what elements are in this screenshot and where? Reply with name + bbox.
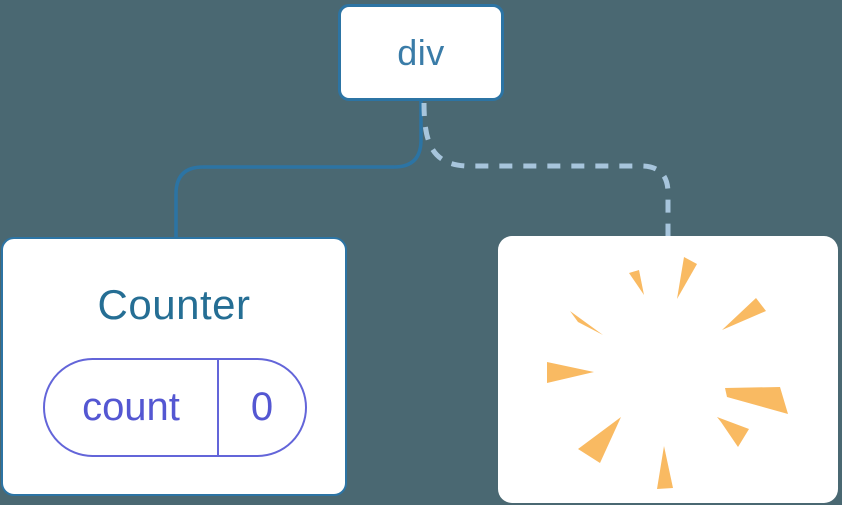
- node-label-div: div: [397, 31, 445, 73]
- tree-node-removed: [498, 236, 838, 503]
- solid-connector-line: [174, 98, 423, 239]
- tree-node-counter: Counter count 0: [1, 237, 347, 496]
- state-pill: count 0: [43, 358, 307, 457]
- tree-node-div: div: [338, 4, 504, 101]
- state-name-label: count: [82, 385, 180, 429]
- pill-divider: [217, 360, 219, 455]
- poof-explosion-icon: [547, 257, 788, 489]
- dashed-connector-line: [421, 102, 671, 237]
- state-value-label: 0: [250, 385, 274, 429]
- counter-title: Counter: [97, 281, 251, 328]
